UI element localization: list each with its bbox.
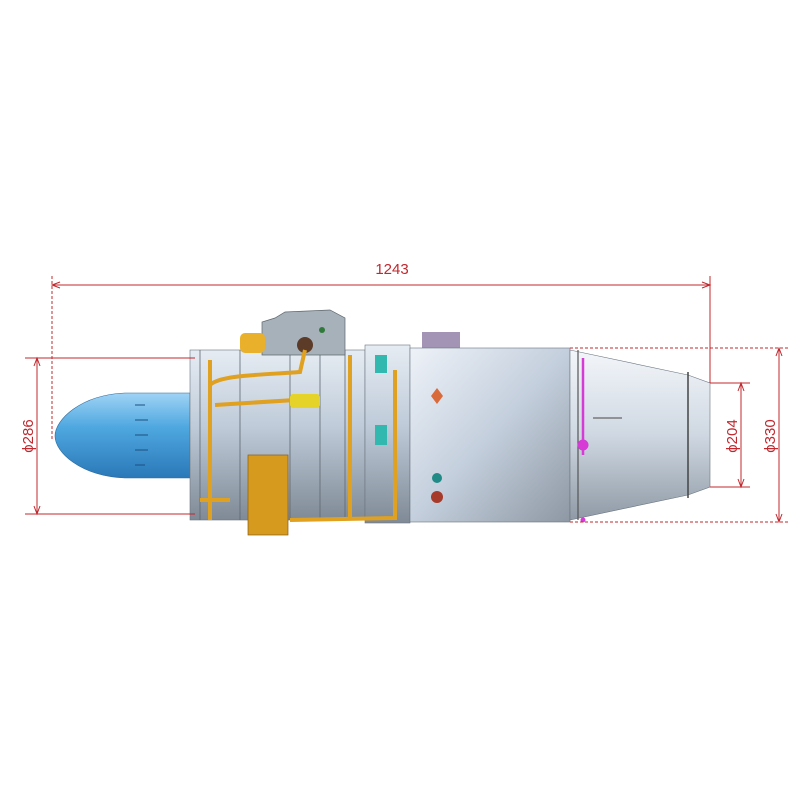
- intake-diameter-label: ϕ286: [20, 419, 37, 452]
- length-dimension-label: 1243: [375, 261, 408, 278]
- fitting-teal: [432, 473, 442, 483]
- combustor-section: [364, 344, 411, 524]
- nozzle-diameter-label: ϕ204: [724, 419, 741, 452]
- exhaust-nozzle: [569, 349, 711, 521]
- fitting-red: [431, 491, 443, 503]
- actuator-rod: [577, 358, 589, 523]
- sensor-box-teal: [375, 425, 387, 445]
- nose-cone-slots: [135, 404, 148, 466]
- fuel-pump: [240, 333, 265, 353]
- sensor-box-teal-2: [375, 355, 387, 373]
- igniter-valve: [290, 394, 320, 408]
- max-diameter-label: ϕ330: [762, 419, 779, 452]
- dimension-lines: [25, 276, 790, 524]
- fuel-control-unit: [261, 309, 346, 356]
- fuel-piping: [200, 349, 397, 522]
- oil-tank: [247, 454, 289, 536]
- nose-cone: [54, 392, 191, 479]
- fitting-orange: [431, 388, 443, 404]
- casing-flanges: [199, 350, 346, 520]
